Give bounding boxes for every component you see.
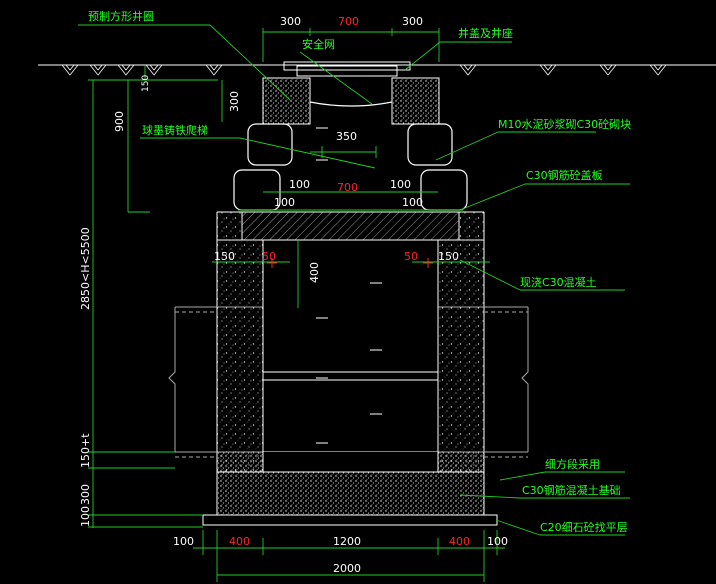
wall-right: [437, 239, 485, 473]
dim-bot-100b: 100: [487, 535, 508, 548]
dim-top-right: 300: [402, 15, 423, 28]
ladder-rungs: [316, 127, 382, 444]
dim-mid-mid: 700: [337, 181, 358, 194]
cushion-layer: [202, 514, 498, 526]
dim-total-h: 2850<H<5500: [79, 227, 92, 310]
dim-wall-r150: 150: [438, 250, 459, 263]
dim-bot-400a: 400: [229, 535, 250, 548]
cover-slab: [241, 211, 460, 241]
dim-top-left: 300: [280, 15, 301, 28]
label-safety-net: 安全网: [302, 37, 335, 51]
dim-bot-1200: 1200: [333, 535, 361, 548]
dim-slab-left: 100: [274, 196, 295, 209]
pipes: [168, 305, 529, 458]
dim-top-mid: 700: [338, 15, 359, 28]
dim-upper-h: 900: [113, 111, 126, 132]
chamber: [262, 239, 439, 473]
dimension-labels: 300 700 300 300 900 150 350 100 700 100 …: [79, 15, 508, 575]
dim-base-h: 300: [79, 484, 92, 505]
dim-pipe-h: 150+t: [79, 433, 92, 468]
dim-bot-2000: 2000: [333, 562, 361, 575]
dim-ladder-w: 350: [336, 130, 357, 143]
dim-mid-left: 100: [289, 178, 310, 191]
dim-bot-100a: 100: [173, 535, 194, 548]
precast-frame-right: [391, 77, 440, 125]
label-cover-slab: C30钢筋砼盖板: [526, 168, 603, 182]
callout-labels: 预制方形井圈 井盖及井座 安全网 球墨铸铁爬梯 M10水泥砂浆砌C30砼砌块 C…: [88, 9, 631, 534]
dim-cushion-h: 100: [79, 506, 92, 527]
safety-net: [309, 101, 393, 107]
dim-wall-l150: 150: [214, 250, 235, 263]
label-precast-frame: 预制方形井圈: [88, 9, 154, 23]
dim-mid-right: 100: [390, 178, 411, 191]
dimension-lines: [88, 28, 505, 582]
dim-wall-r50: 50: [404, 250, 418, 263]
label-cover-seat: 井盖及井座: [458, 26, 513, 40]
dim-frame-h: 300: [228, 91, 241, 112]
precast-frame-left: [262, 77, 311, 125]
dim-wall-l50: 50: [262, 250, 276, 263]
label-ladder: 球墨铸铁爬梯: [142, 123, 208, 137]
dim-slab-right: 100: [402, 196, 423, 209]
red-markers: [267, 258, 433, 268]
label-cast-concrete: 现浇C30混凝土: [520, 275, 597, 289]
label-base: C30钢筋混凝土基础: [522, 483, 621, 497]
wall-left: [216, 239, 264, 473]
cover-seat: [283, 61, 411, 77]
label-masonry: M10水泥砂浆砌C30砼砌块: [498, 117, 631, 131]
ground-line: [38, 64, 716, 76]
label-rubble: 细方段采用: [545, 457, 600, 471]
masonry-blocks: [233, 123, 468, 211]
dim-inner-400: 400: [308, 262, 321, 283]
label-cushion: C20细石砼找平层: [540, 520, 628, 534]
dim-bot-400b: 400: [449, 535, 470, 548]
leader-lines: [78, 24, 630, 536]
dim-ground-gap: 150: [141, 75, 151, 92]
